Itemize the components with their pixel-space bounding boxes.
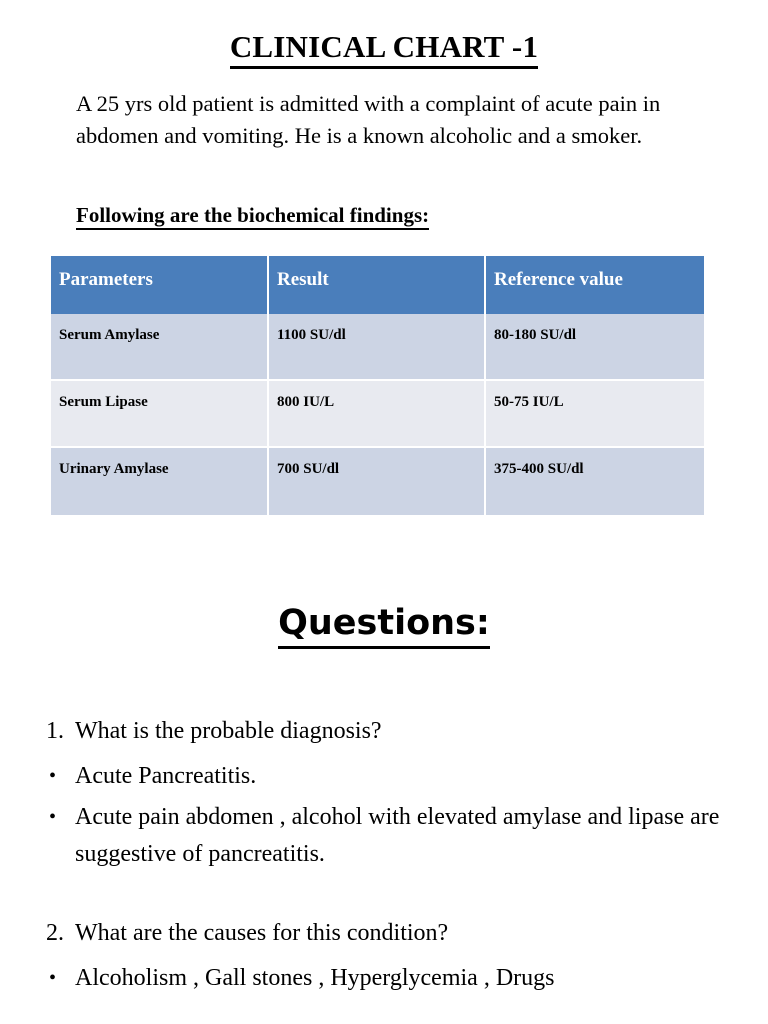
list-item: • Acute Pancreatitis.	[46, 758, 746, 795]
page-title: CLINICAL CHART -1	[0, 29, 768, 69]
bullet-icon: •	[49, 806, 57, 828]
question-block-2: 2. What are the causes for this condition…	[46, 918, 746, 1001]
cell-parameter: Serum Lipase	[51, 381, 269, 448]
list-item: • Alcoholism , Gall stones , Hyperglycem…	[46, 960, 746, 997]
question-block-1: 1. What is the probable diagnosis? • Acut…	[46, 716, 746, 877]
question-number-2: 2.	[46, 920, 64, 946]
question-line-1: 1. What is the probable diagnosis?	[46, 716, 746, 747]
cell-reference: 50-75 IU/L	[486, 381, 704, 448]
cell-parameter: Serum Amylase	[51, 314, 269, 381]
table-row: Serum Lipase 800 IU/L 50-75 IU/L	[51, 381, 704, 448]
column-header-reference-value: Reference value	[486, 256, 704, 314]
questions-heading: Questions:	[0, 603, 768, 649]
biochemical-findings-table: Parameters Result Reference value Serum …	[51, 256, 704, 515]
question-line-2: 2. What are the causes for this condition…	[46, 918, 746, 949]
cell-result: 1100 SU/dl	[269, 314, 486, 381]
cell-parameter: Urinary Amylase	[51, 448, 269, 515]
table-row: Serum Amylase 1100 SU/dl 80-180 SU/dl	[51, 314, 704, 381]
findings-subheading: Following are the biochemical findings:	[76, 203, 430, 230]
questions-heading-text: Questions:	[278, 603, 490, 649]
table-row: Urinary Amylase 700 SU/dl 375-400 SU/dl	[51, 448, 704, 515]
column-header-result: Result	[269, 256, 486, 314]
cell-result: 800 IU/L	[269, 381, 486, 448]
answer-text: Alcoholism , Gall stones , Hyperglycemia…	[75, 965, 555, 991]
question-text-2: What are the causes for this condition?	[75, 920, 449, 946]
findings-subheading-text: Following are the biochemical findings:	[76, 203, 430, 230]
answer-text: Acute pain abdomen , alcohol with elevat…	[75, 804, 720, 867]
answer-text: Acute Pancreatitis.	[75, 763, 257, 789]
question-number-1: 1.	[46, 718, 64, 744]
column-header-parameters: Parameters	[51, 256, 269, 314]
bullet-icon: •	[49, 967, 57, 989]
cell-reference: 375-400 SU/dl	[486, 448, 704, 515]
question-text-1: What is the probable diagnosis?	[75, 718, 382, 744]
cell-result: 700 SU/dl	[269, 448, 486, 515]
table-header-row: Parameters Result Reference value	[51, 256, 704, 314]
case-description-paragraph: A 25 yrs old patient is admitted with a …	[76, 91, 661, 148]
list-item: • Acute pain abdomen , alcohol with elev…	[46, 799, 746, 873]
bullet-icon: •	[49, 765, 57, 787]
page-title-text: CLINICAL CHART -1	[229, 29, 539, 69]
cell-reference: 80-180 SU/dl	[486, 314, 704, 381]
